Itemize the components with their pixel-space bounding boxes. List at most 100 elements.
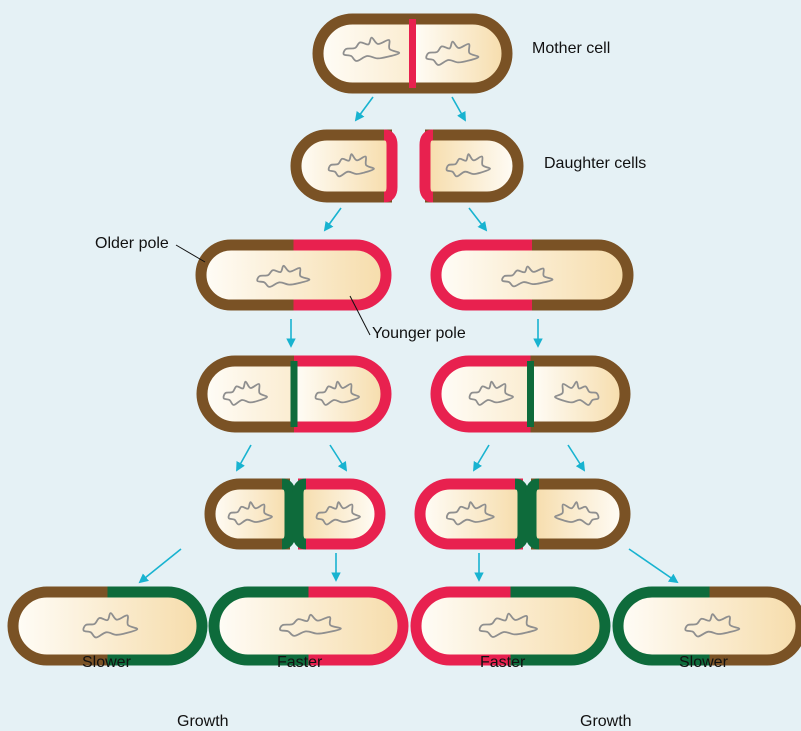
pole-right [294,355,392,433]
dividing-cell-left [196,355,392,433]
gen3-cell-3 [414,478,529,550]
arrow-4 [468,207,488,232]
gen3-cell-2 [292,478,386,550]
new-pole [281,478,296,550]
new-pole [419,129,434,203]
pole-left [410,586,511,666]
arrow-7 [236,444,252,472]
mother-cell [312,13,513,94]
arrow-10 [567,444,586,472]
nucleoid-1 [468,380,514,406]
arrow-2 [451,96,466,122]
final-cell-faster-mid-left [208,586,409,666]
pole-right [107,586,208,666]
cytoplasm [531,484,625,544]
pole-left [195,239,294,311]
nucleoid-1 [222,380,268,406]
cytoplasm [436,245,628,305]
nucleoid [501,265,554,288]
younger-pole-leader-line [349,295,371,336]
pole-left [312,13,413,94]
cytoplasm [420,484,523,544]
pole-right [412,13,513,94]
pole-left [430,355,531,433]
faster-label-mid-right: Faster [480,654,526,671]
final-cell-slower-right [612,586,801,666]
cytoplasm [618,592,801,660]
arrow-8 [329,444,348,472]
cytoplasm [214,592,403,660]
nucleoid-2 [554,380,600,406]
old-pole [290,129,392,203]
arrow-1 [354,96,374,122]
cytoplasm [210,484,290,544]
older-pole-label: Older pole [95,235,169,252]
nucleoid [315,501,361,526]
cytoplasm-right [412,19,507,88]
mother-cell-label: Mother cell [532,40,610,57]
pole-left [7,586,108,666]
cells-layer [7,13,801,666]
nucleoid-2 [314,380,360,406]
elongated-cell-left [195,239,392,311]
nucleoid [279,613,342,637]
old-pole [204,478,290,550]
pole-right [510,586,611,666]
nucleoid [554,501,600,526]
nucleoid [445,501,495,526]
cytoplasm [425,135,518,197]
faster-label-mid-left: Faster [277,654,323,671]
arrow-14 [628,548,679,584]
daughter-cells-label: Daughter cells [544,155,646,172]
old-pole [414,478,523,550]
old-pole [298,478,386,550]
pole-right [308,586,409,666]
daughter-cell-left [290,129,398,203]
arrows-layer [138,96,679,584]
pole-right [532,239,634,311]
gen3-cell-4 [525,478,631,550]
final-cell-faster-mid-right [410,586,611,666]
younger-pole-label: Younger pole [372,325,466,342]
cytoplasm [201,245,386,305]
new-pole [525,478,540,550]
nucleoid [327,153,375,178]
pole-right [709,586,801,666]
cytoplasm [13,592,202,660]
arrow-11 [138,548,182,584]
growth-label-left: Growth [177,713,229,730]
pole-left [208,586,309,666]
nucleoid [445,153,491,178]
gen3-cell-1 [204,478,296,550]
cytoplasm [416,592,605,660]
old-pole [531,478,631,550]
old-pole [425,129,524,203]
older-pole-leader-line [175,244,206,263]
slower-label-left: Slower [82,654,132,671]
pole-left [430,239,532,311]
pole-left [196,355,294,433]
nucleoid-2 [425,40,480,66]
new-pole [514,478,529,550]
nucleoid-1 [342,36,401,62]
dividing-cell-right [430,355,631,433]
nucleoid [478,612,538,638]
growth-label-right: Growth [580,713,632,730]
elongated-cell-right [430,239,634,311]
pole-right [293,239,392,311]
new-pole [383,129,398,203]
cytoplasm-right [294,361,386,427]
arrow-3 [323,207,342,232]
cytoplasm [296,135,392,197]
arrow-9 [473,444,490,472]
slower-label-right: Slower [679,654,729,671]
daughter-cell-right [419,129,524,203]
pole-left [612,586,710,666]
nucleoid [256,264,311,288]
cytoplasm [298,484,380,544]
nucleoid [227,501,273,526]
final-cell-slower-left [7,586,208,666]
nucleoid [684,613,741,638]
